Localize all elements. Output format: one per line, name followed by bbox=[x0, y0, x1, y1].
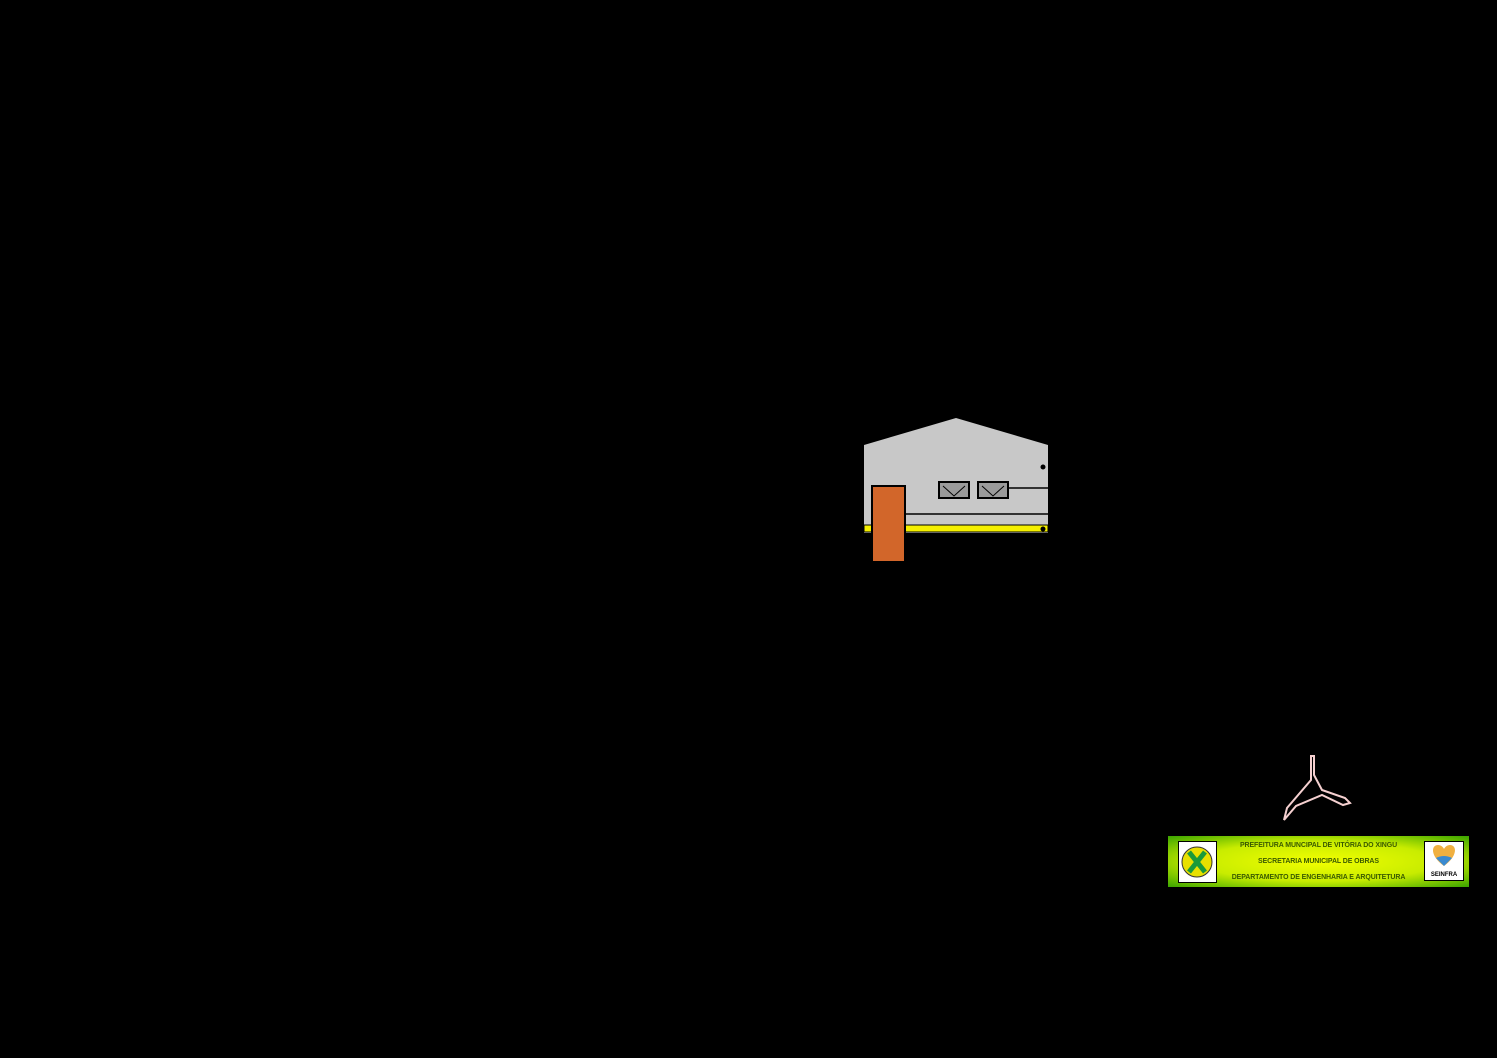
title-line-2: SECRETARIA MUNICIPAL DE OBRAS bbox=[1258, 858, 1379, 865]
title-block: PREFEITURA MUNCIPAL DE VITÓRIA DO XINGU … bbox=[1168, 836, 1469, 887]
level-marker bbox=[1040, 464, 1046, 470]
window bbox=[977, 481, 1009, 499]
title-line-3: DEPARTAMENTO DE ENGENHARIA E ARQUITETURA bbox=[1231, 874, 1406, 881]
yellow-band bbox=[863, 524, 1049, 533]
door bbox=[871, 485, 906, 563]
building-facade bbox=[864, 418, 1048, 533]
acrobat-icon bbox=[1283, 755, 1352, 821]
municipality-crest-logo bbox=[1178, 841, 1217, 883]
seinfra-logo: SEINFRA bbox=[1424, 841, 1464, 881]
level-marker bbox=[1040, 526, 1046, 532]
title-line-1: PREFEITURA MUNCIPAL DE VITÓRIA DO XINGU bbox=[1239, 842, 1398, 849]
window bbox=[938, 481, 970, 499]
